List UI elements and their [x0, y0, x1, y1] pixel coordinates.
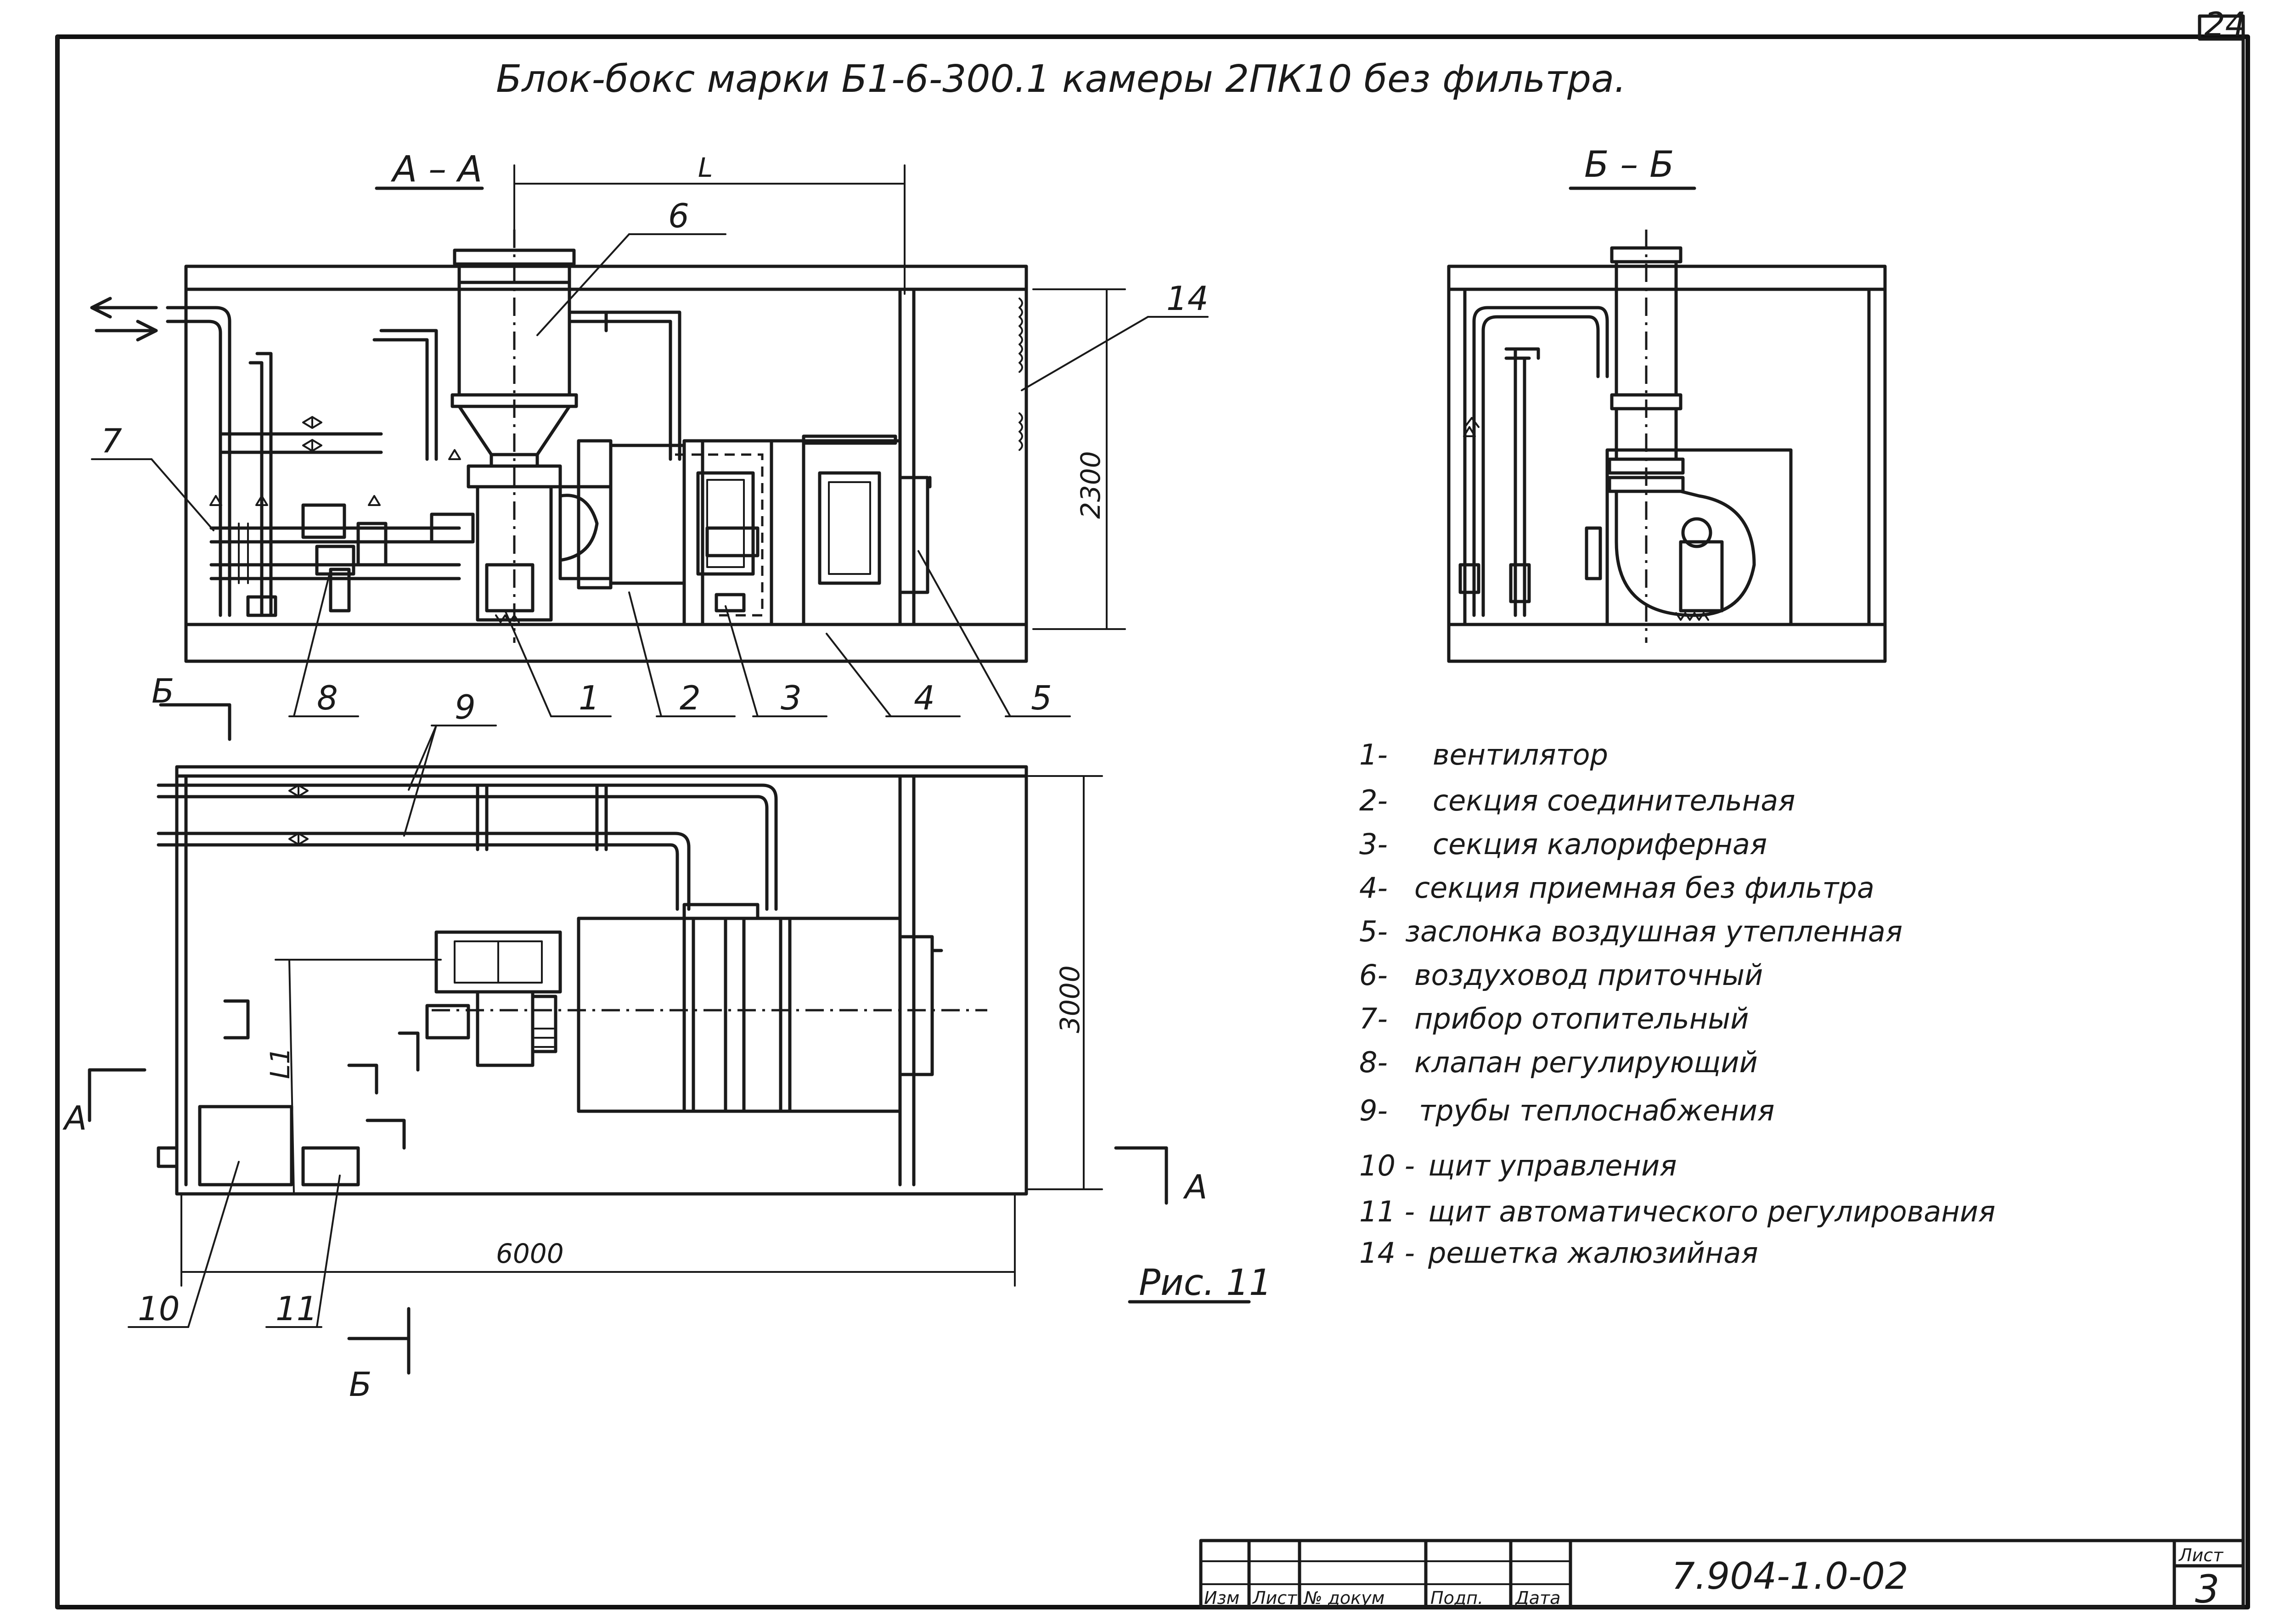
- legend-text-1: вентилятор: [1433, 738, 1608, 771]
- stamp-header-date: Дата: [1514, 1588, 1560, 1608]
- legend-text-4: секция приемная без фильтра: [1414, 871, 1874, 905]
- callout-4: 4: [914, 679, 935, 717]
- stamp-header-izm: Изм: [1204, 1588, 1239, 1608]
- dim-L1: L1: [264, 1047, 296, 1079]
- legend-num-7: 7-: [1359, 1002, 1388, 1035]
- legend-text-7: прибор отопительный: [1414, 1002, 1749, 1035]
- document-code: 7.904-1.0-02: [1671, 1555, 1908, 1598]
- dim-3000: 3000: [1054, 965, 1086, 1033]
- legend: 1- вентилятор 2- секция соединительная 3…: [1359, 738, 1995, 1270]
- legend-num-14: 14 -: [1359, 1236, 1415, 1270]
- title-block: Изм Лист № докум Подп. Дата 7.904-1.0-02…: [1199, 1539, 2245, 1612]
- legend-text-14: решетка жалюзийная: [1428, 1236, 1758, 1270]
- legend-num-6: 6-: [1359, 958, 1388, 992]
- section-bb-label: Б – Б: [1584, 144, 1674, 186]
- callout-10: 10: [138, 1289, 180, 1328]
- legend-text-3: секция калориферная: [1433, 827, 1767, 861]
- callout-1: 1: [579, 679, 600, 717]
- legend-num-5: 5-: [1359, 915, 1388, 948]
- legend-text-10: щит управления: [1428, 1149, 1677, 1182]
- stamp-header-doc: № докум: [1303, 1588, 1384, 1608]
- control-panel-10: [198, 1105, 293, 1187]
- legend-text-9: трубы теплоснабжения: [1419, 1094, 1774, 1127]
- drawing-title: Блок-бокс марки Б1-6-300.1 камеры 2ПК10 …: [496, 57, 1626, 101]
- plan-view: L1 3000 6000 9 10 11 Б Б А: [62, 672, 1207, 1404]
- legend-text-2: секция соединительная: [1433, 784, 1795, 817]
- section-aa-label: А – А: [390, 149, 482, 190]
- section-aa-view: А – А: [90, 149, 1209, 717]
- dim-L: L: [698, 152, 713, 183]
- callout-9: 9: [455, 688, 476, 726]
- legend-num-8: 8-: [1359, 1046, 1388, 1079]
- legend-num-4: 4-: [1359, 871, 1388, 905]
- legend-text-6: воздуховод приточный: [1414, 958, 1763, 992]
- callout-8: 8: [317, 679, 338, 717]
- legend-num-10: 10 -: [1359, 1149, 1415, 1182]
- callout-11: 11: [276, 1289, 318, 1328]
- legend-num-11: 11 -: [1359, 1195, 1415, 1228]
- legend-num-2: 2-: [1359, 784, 1388, 817]
- cut-mark-b-top: Б: [152, 672, 174, 710]
- legend-num-9: 9-: [1359, 1094, 1388, 1127]
- stamp-header-sign: Подп.: [1430, 1588, 1483, 1608]
- callout-7: 7: [101, 422, 122, 460]
- heating-device-7: [209, 503, 475, 617]
- callout-14: 14: [1166, 279, 1209, 318]
- callout-2: 2: [680, 679, 701, 717]
- sheet-label: Лист: [2178, 1545, 2224, 1565]
- stamp-header-list: Лист: [1252, 1588, 1298, 1608]
- legend-text-8: клапан регулирующий: [1414, 1046, 1758, 1079]
- section-bb-view: Б – Б: [1447, 144, 1887, 663]
- dim-6000: 6000: [496, 1238, 564, 1269]
- cut-mark-b-bottom: Б: [349, 1365, 371, 1404]
- callout-6: 6: [668, 197, 689, 235]
- sheet-number: 3: [2195, 1567, 2219, 1612]
- cut-mark-a-left: А: [62, 1099, 87, 1137]
- figure-caption: Рис. 11: [1139, 1262, 1272, 1304]
- cut-mark-a-right: А: [1183, 1168, 1207, 1206]
- dim-2300: 2300: [1075, 451, 1106, 519]
- automation-panel-11: [301, 1146, 360, 1187]
- legend-text-5: заслонка воздушная утепленная: [1405, 915, 1902, 948]
- sheet-frame: [55, 14, 2250, 1609]
- legend-num-3: 3-: [1359, 827, 1388, 861]
- legend-num-1: 1-: [1359, 738, 1388, 771]
- sheet-corner-number: 24: [2204, 5, 2246, 44]
- callout-3: 3: [781, 679, 802, 717]
- callout-5: 5: [1031, 679, 1052, 717]
- legend-text-11: щит автоматического регулирования: [1428, 1195, 1995, 1228]
